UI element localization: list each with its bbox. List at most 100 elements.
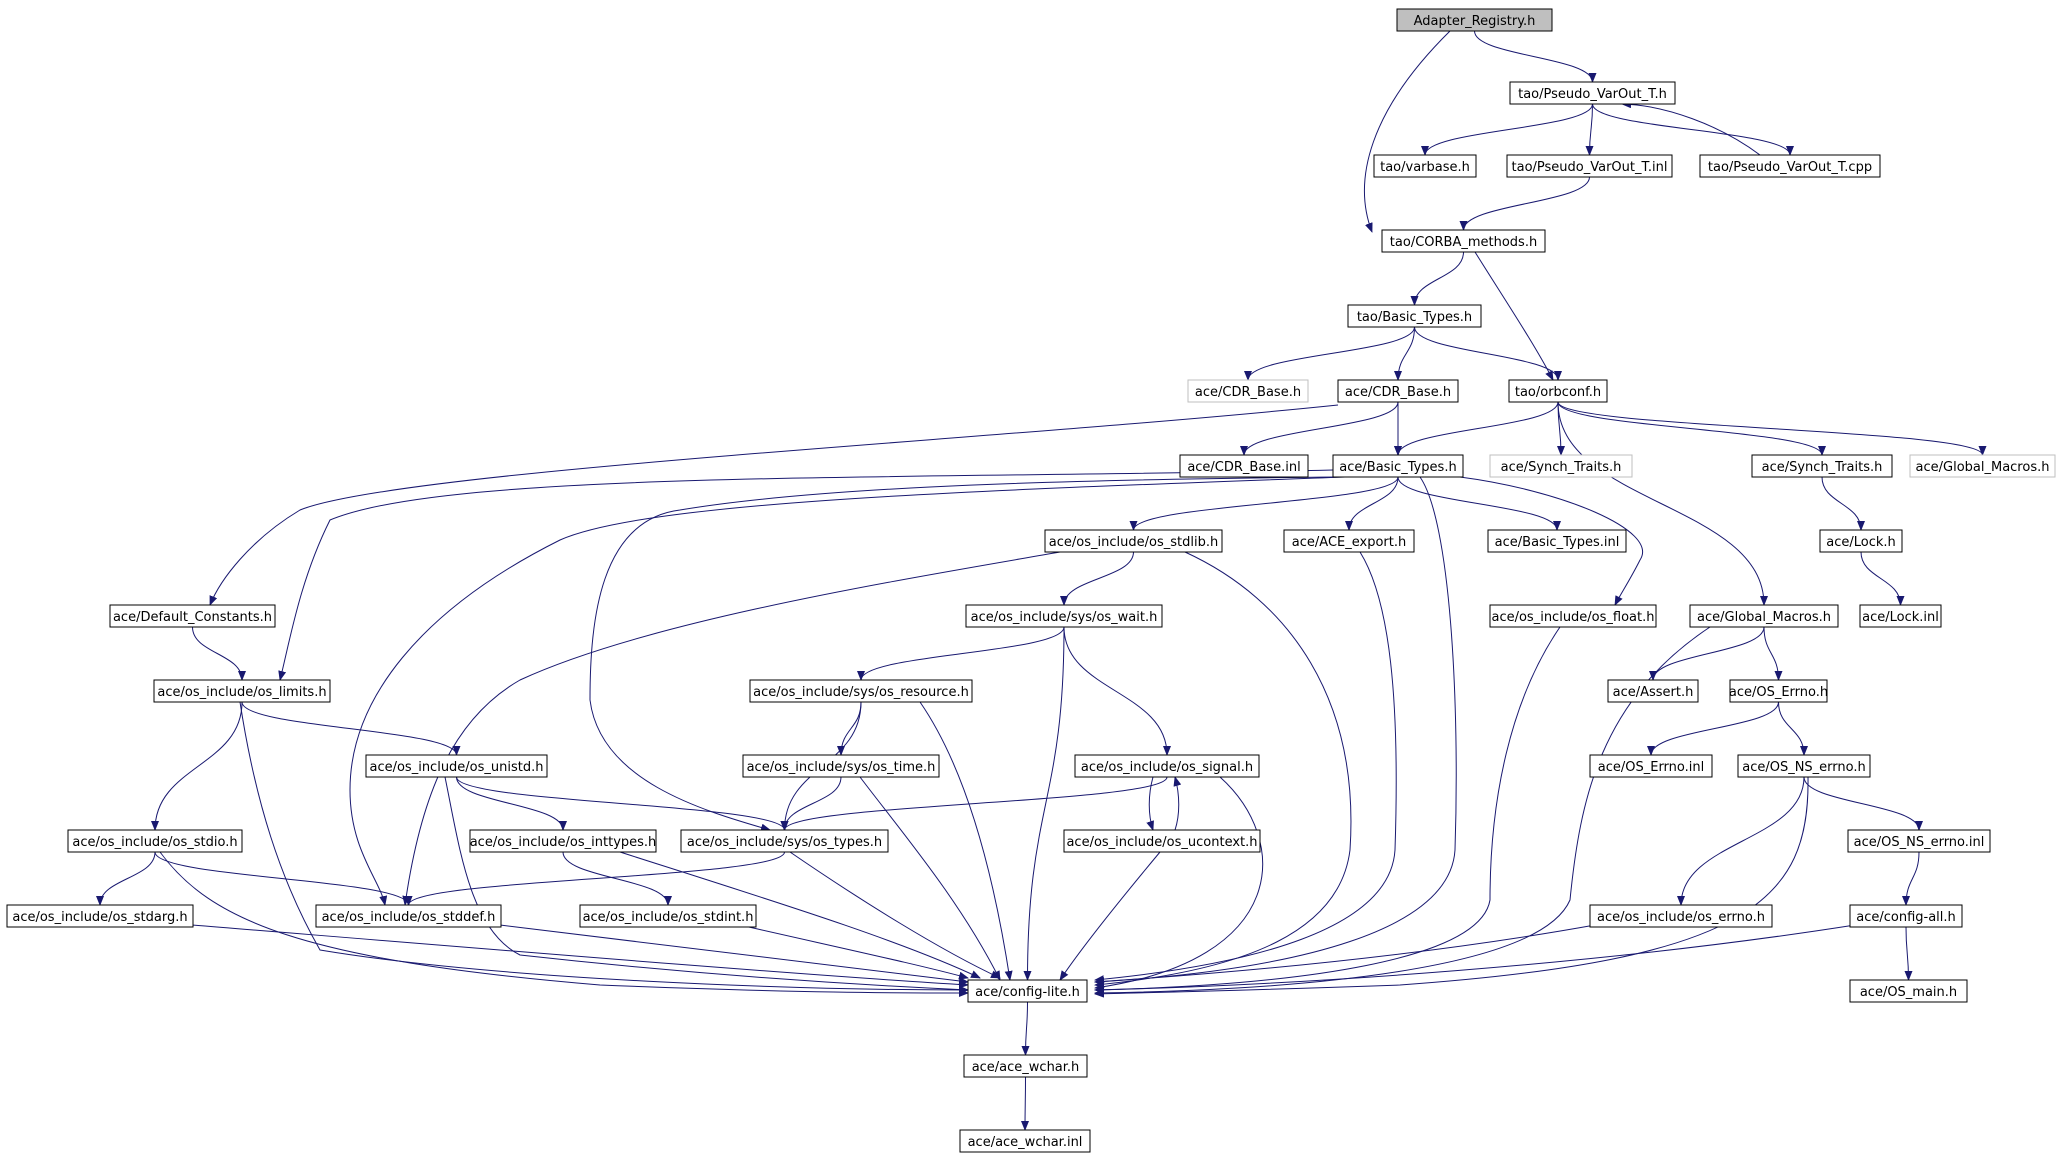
node-wait[interactable]: ace/os_include/sys/os_wait.h: [965, 604, 1163, 628]
node-box: [1506, 154, 1673, 178]
edge-ace_bt-to-bt_inl: [1397, 476, 1561, 531]
node-stdlib[interactable]: ace/os_include/os_stdlib.h: [1044, 529, 1223, 553]
node-box: [1337, 379, 1459, 403]
node-gm[interactable]: ace/Global_Macros.h: [1689, 604, 1839, 628]
node-box: [579, 904, 757, 928]
edge-ace_bt-to-ace_export: [1345, 476, 1399, 531]
node-time[interactable]: ace/os_include/sys/os_time.h: [742, 754, 940, 778]
edge-pvt_inl-to-corba: [1459, 176, 1590, 231]
node-label: ace/OS_Errno.inl: [1598, 760, 1704, 775]
node-root[interactable]: Adapter_Registry.h: [1396, 8, 1553, 32]
node-box: [1187, 379, 1309, 403]
node-pvt_h[interactable]: tao/Pseudo_VarOut_T.h: [1509, 81, 1676, 105]
edge-inttypes-to-stdint: [562, 851, 672, 906]
edge-resource-to-configlite: [919, 701, 1013, 981]
node-orbconf[interactable]: tao/orbconf.h: [1508, 379, 1608, 403]
node-label: ace/config-lite.h: [975, 985, 1080, 1000]
edge-gm-to-configlite: [1094, 626, 1711, 997]
node-lock_h[interactable]: ace/Lock.h: [1819, 529, 1903, 553]
node-stdio[interactable]: ace/os_include/os_stdio.h: [67, 829, 243, 853]
edge-stddef-to-configlite: [499, 924, 969, 985]
node-label: ace/os_include/os_stdarg.h: [12, 910, 187, 925]
node-box: [1607, 679, 1699, 703]
node-box: [1347, 304, 1482, 328]
node-tao_bt[interactable]: tao/Basic_Types.h: [1347, 304, 1482, 328]
node-ucontext[interactable]: ace/os_include/os_ucontext.h: [1063, 829, 1261, 853]
edge-ace_bt-to-limits: [278, 469, 1334, 681]
node-label: ace/os_include/sys/os_resource.h: [753, 685, 969, 700]
node-box: [1849, 904, 1963, 928]
node-label: ace/Assert.h: [1613, 685, 1694, 700]
node-label: ace/OS_main.h: [1860, 985, 1957, 1000]
node-box: [1396, 8, 1553, 32]
edge-wchar-to-wchar_inl: [1021, 1076, 1030, 1131]
node-osmain[interactable]: ace/OS_main.h: [1849, 979, 1968, 1003]
node-bt_inl[interactable]: ace/Basic_Types.inl: [1487, 529, 1627, 553]
node-float[interactable]: ace/os_include/os_float.h: [1489, 604, 1657, 628]
node-synch[interactable]: ace/Synch_Traits.h: [1751, 454, 1893, 478]
edge-synch-to-lock_h: [1821, 476, 1865, 531]
node-nserrno_inl[interactable]: ace/OS_NS_errno.inl: [1847, 829, 1991, 853]
edge-ace_bt-to-types: [589, 476, 1341, 832]
node-resource[interactable]: ace/os_include/sys/os_resource.h: [749, 679, 973, 703]
edge-tao_bt-to-cdr: [1394, 326, 1415, 381]
edge-corba-to-orbconf: [1474, 251, 1554, 381]
node-oserrno[interactable]: ace/OS_Errno.h: [1729, 679, 1828, 703]
node-box: [1381, 229, 1546, 253]
node-pvt_inl[interactable]: tao/Pseudo_VarOut_T.inl: [1506, 154, 1673, 178]
node-wchar[interactable]: ace/ace_wchar.h: [963, 1054, 1088, 1078]
node-box: [1729, 679, 1828, 703]
node-label: ace/os_include/os_stdint.h: [583, 910, 754, 925]
node-errno[interactable]: ace/os_include/os_errno.h: [1589, 904, 1773, 928]
node-label: ace/os_include/os_stdio.h: [72, 835, 237, 850]
node-lock_inl[interactable]: ace/Lock.inl: [1859, 604, 1942, 628]
node-stdint[interactable]: ace/os_include/os_stdint.h: [579, 904, 757, 928]
node-label: ace/OS_Errno.h: [1729, 685, 1828, 700]
node-label: ace/OS_NS_errno.h: [1742, 760, 1866, 775]
node-types[interactable]: ace/os_include/sys/os_types.h: [680, 829, 889, 853]
edge-inttypes-to-configlite: [619, 851, 981, 979]
node-inttypes[interactable]: ace/os_include/os_inttypes.h: [469, 829, 657, 853]
edge-wait-to-signal: [1063, 626, 1171, 756]
node-unistd[interactable]: ace/os_include/os_unistd.h: [365, 754, 548, 778]
node-pvt_cpp[interactable]: tao/Pseudo_VarOut_T.cpp: [1699, 154, 1881, 178]
node-label: ace/Global_Macros.h: [1916, 460, 2050, 475]
node-oserrno_inl[interactable]: ace/OS_Errno.inl: [1589, 754, 1713, 778]
node-box: [1283, 529, 1415, 553]
node-box: [1373, 154, 1477, 178]
node-corba[interactable]: tao/CORBA_methods.h: [1381, 229, 1546, 253]
node-varbase[interactable]: tao/varbase.h: [1373, 154, 1477, 178]
edge-stdio-to-stddef: [154, 851, 413, 906]
edge-root-to-pvt_h: [1474, 30, 1597, 83]
node-box: [680, 829, 889, 853]
node-ace_export[interactable]: ace/ACE_export.h: [1283, 529, 1415, 553]
edge-signal-to-ucontext: [1146, 776, 1154, 831]
node-nserrno[interactable]: ace/OS_NS_errno.h: [1737, 754, 1871, 778]
node-ace_bt[interactable]: ace/Basic_Types.h: [1332, 454, 1464, 478]
edge-wait-to-resource: [857, 626, 1065, 681]
node-box: [1332, 454, 1464, 478]
node-box: [967, 979, 1088, 1003]
edge-errno-to-configlite: [1094, 924, 1596, 986]
node-stddef[interactable]: ace/os_include/os_stddef.h: [315, 904, 502, 928]
node-configall[interactable]: ace/config-all.h: [1849, 904, 1963, 928]
node-box: [1508, 379, 1608, 403]
node-limits[interactable]: ace/os_include/os_limits.h: [153, 679, 331, 703]
node-label: ace/CDR_Base.inl: [1187, 460, 1300, 475]
edge-ace_bt-to-configlite: [1094, 476, 1457, 986]
node-box: [469, 829, 657, 853]
node-stdarg[interactable]: ace/os_include/os_stdarg.h: [6, 904, 194, 928]
node-assert[interactable]: ace/Assert.h: [1607, 679, 1699, 703]
node-label: tao/Basic_Types.h: [1357, 310, 1472, 325]
edge-ucontext-to-configlite: [1059, 851, 1161, 981]
edge-nserrno-to-configlite: [1094, 776, 1809, 998]
node-configlite[interactable]: ace/config-lite.h: [967, 979, 1088, 1003]
edge-stdio-to-stdarg: [96, 851, 156, 906]
node-defconst[interactable]: ace/Default_Constants.h: [109, 604, 276, 628]
node-signal[interactable]: ace/os_include/os_signal.h: [1074, 754, 1260, 778]
node-wchar_inl[interactable]: ace/ace_wchar.inl: [959, 1129, 1091, 1153]
node-cdr_inl[interactable]: ace/CDR_Base.inl: [1179, 454, 1309, 478]
edge-tao_bt-to-cdr_grey: [1244, 326, 1415, 381]
node-cdr[interactable]: ace/CDR_Base.h: [1337, 379, 1459, 403]
